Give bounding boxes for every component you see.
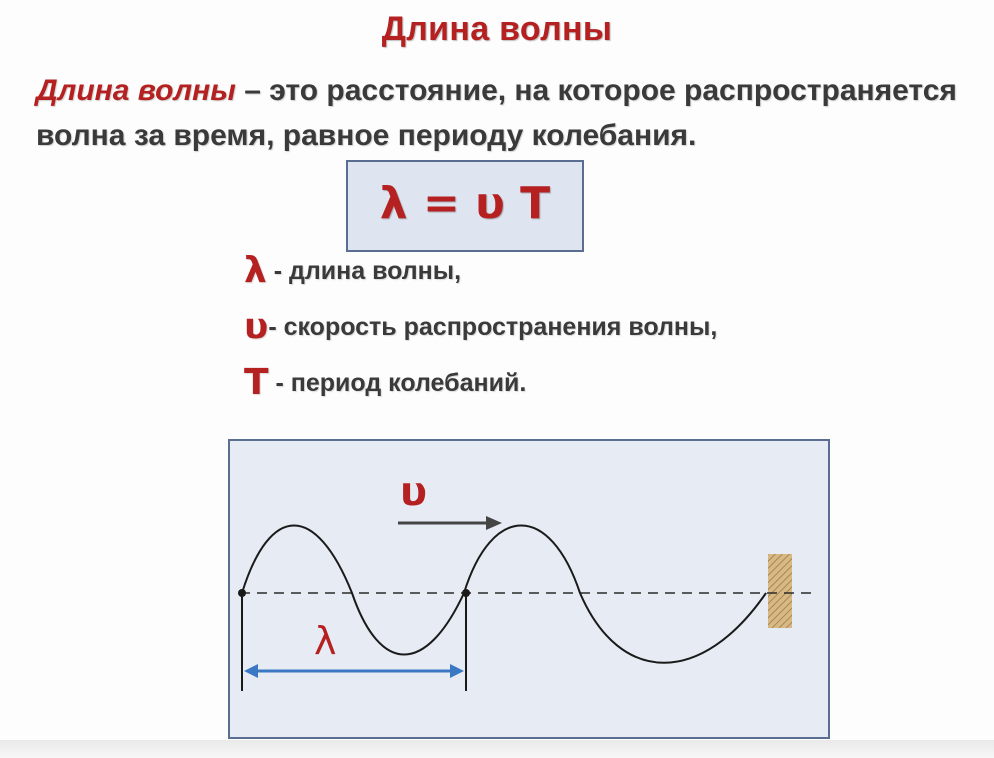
slide-title: Длина волны bbox=[381, 10, 613, 48]
definition-text: Длина волны – это расстояние, на которое… bbox=[36, 68, 966, 158]
bottom-shadow bbox=[0, 740, 994, 758]
legend-text: - длина волны, bbox=[266, 257, 462, 285]
wavelength-arrowhead-left bbox=[244, 664, 258, 678]
wavelength-label: λ bbox=[314, 619, 337, 663]
left-marker-dot bbox=[238, 589, 246, 597]
right-marker-dot bbox=[462, 589, 470, 597]
wave-diagram-svg bbox=[238, 516, 818, 691]
legend-symbol: υ bbox=[244, 306, 269, 347]
legend-symbol: T bbox=[244, 362, 269, 403]
legend-item-period: T - период колебаний. bbox=[244, 362, 526, 403]
legend-item-velocity: υ- скорость распространения волны, bbox=[244, 306, 717, 347]
wavelength-arrowhead-right bbox=[450, 664, 464, 678]
legend-item-wavelength: λ - длина волны, bbox=[244, 250, 461, 291]
formula: λ = υ T bbox=[379, 178, 551, 229]
legend-text: - период колебаний. bbox=[268, 369, 527, 397]
formula-box: λ = υ T bbox=[346, 160, 584, 252]
definition-body: – это расстояние, на которое распростран… bbox=[36, 74, 957, 152]
definition-term: Длина волны bbox=[36, 74, 236, 107]
wall bbox=[768, 554, 792, 628]
legend-symbol: λ bbox=[244, 250, 267, 291]
velocity-label: υ bbox=[400, 469, 428, 515]
wave-diagram: υ λ bbox=[228, 439, 830, 739]
wave-curve bbox=[241, 524, 767, 664]
velocity-arrowhead bbox=[486, 516, 502, 530]
legend-text: - скорость распространения волны, bbox=[268, 313, 718, 341]
